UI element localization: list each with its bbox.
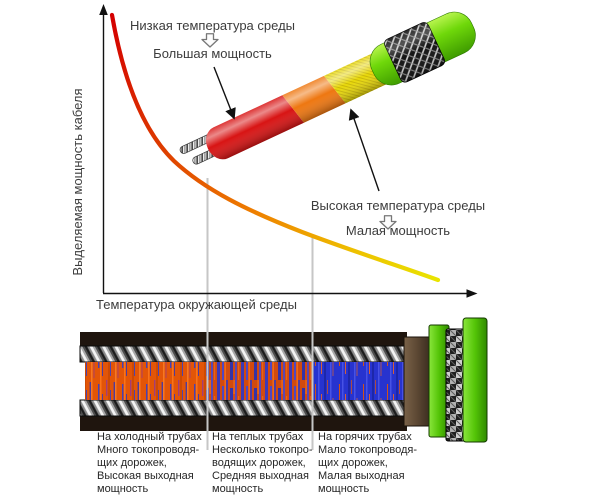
core-hot-section <box>312 362 407 400</box>
end-layer-outer-jacket <box>462 317 488 443</box>
power-curve <box>109 12 441 283</box>
core-cold-section <box>85 362 207 400</box>
guide-lines <box>206 178 314 450</box>
y-axis-label: Выделяемая мощность кабеля <box>70 88 85 276</box>
y-axis-arrowhead <box>99 4 108 15</box>
leader-lines <box>213 66 380 192</box>
chart-axes <box>99 4 478 298</box>
bottom-insulation-strip <box>80 416 407 431</box>
top-bus-conductor <box>79 345 408 363</box>
annotation-low-temp: Низкая температура среды <box>129 18 295 33</box>
down-arrow-icon <box>379 215 397 230</box>
end-layer-insulation <box>403 336 433 427</box>
down-arrow-icon <box>201 33 219 48</box>
bottom-bus-conductor <box>79 399 408 417</box>
annotation-high-temp: Высокая температура среды <box>310 198 486 213</box>
x-axis-label: Температура окружающей среды <box>96 297 297 312</box>
caption-warm-pipes: На теплых трубах Несколько токопро- водя… <box>212 431 313 495</box>
cable-braid-shading <box>384 22 445 83</box>
leader-line-low-power <box>348 108 380 192</box>
cable-illustration <box>179 11 476 165</box>
x-axis-arrowhead <box>466 289 478 298</box>
leader-line-high-power <box>213 66 236 120</box>
cross-section-illustration <box>79 317 488 443</box>
annotation-low-power: Малая мощность <box>345 223 451 238</box>
annotation-high-power: Большая мощность <box>153 46 272 61</box>
top-insulation-strip <box>80 332 407 347</box>
core-warm-section <box>207 362 312 400</box>
caption-cold-pipes: На холодный трубах Много токопроводя- щи… <box>97 431 202 495</box>
cable-core-shading <box>206 53 390 160</box>
caption-hot-pipes: На горячих трубах Мало токопроводя- щих … <box>318 431 418 495</box>
